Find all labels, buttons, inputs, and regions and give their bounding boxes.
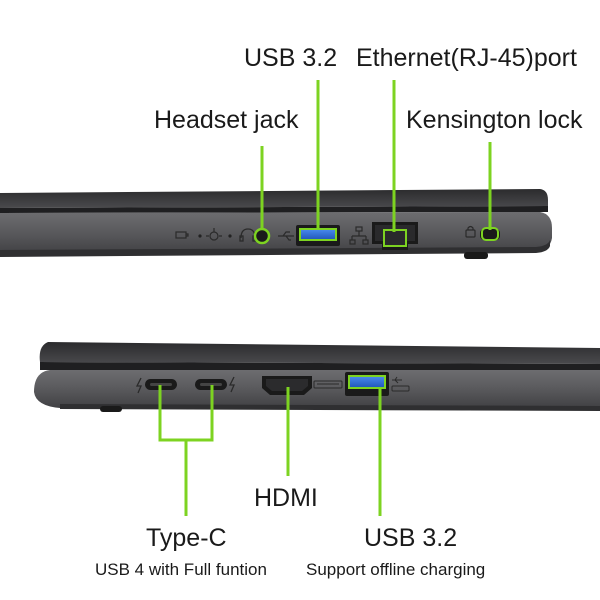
usb-top-label: USB 3.2	[244, 44, 338, 72]
usb-a-port-bottom	[345, 372, 389, 396]
ethernet-port-label: Ethernet(RJ-45)port	[356, 44, 577, 72]
top-callout-lines	[260, 80, 492, 232]
network-symbol-icon	[349, 226, 369, 245]
typec-title: Type-C	[146, 524, 227, 552]
bottom-laptop-side	[34, 342, 600, 412]
lock-symbol-icon	[465, 225, 476, 238]
battery-led-icon	[175, 231, 189, 239]
power-led-icon	[206, 228, 222, 241]
typec-subtitle: USB 4 with Full funtion	[95, 560, 267, 579]
usb-bottom-subtitle: Support offline charging	[306, 560, 486, 579]
usb-bottom-title: USB 3.2	[364, 524, 458, 552]
kensington-lock-slot	[480, 229, 500, 240]
typec-port-2	[195, 379, 227, 390]
hdmi-logo-icon	[313, 380, 343, 389]
thunderbolt-icon	[135, 377, 142, 394]
top-laptop-side	[0, 189, 552, 259]
led-indicator	[228, 234, 232, 238]
headset-jack-label: Headset jack	[154, 106, 299, 134]
bottom-callout-lines	[158, 385, 382, 516]
kensington-lock-label: Kensington lock	[406, 106, 583, 134]
led-indicator	[198, 234, 202, 238]
hdmi-label: HDMI	[254, 484, 318, 512]
usb-ss-logo-icon	[391, 376, 410, 392]
typec-port-1	[145, 379, 177, 390]
usb-symbol-icon	[278, 231, 294, 241]
thunderbolt-icon	[228, 376, 235, 393]
hdmi-port	[262, 376, 312, 395]
